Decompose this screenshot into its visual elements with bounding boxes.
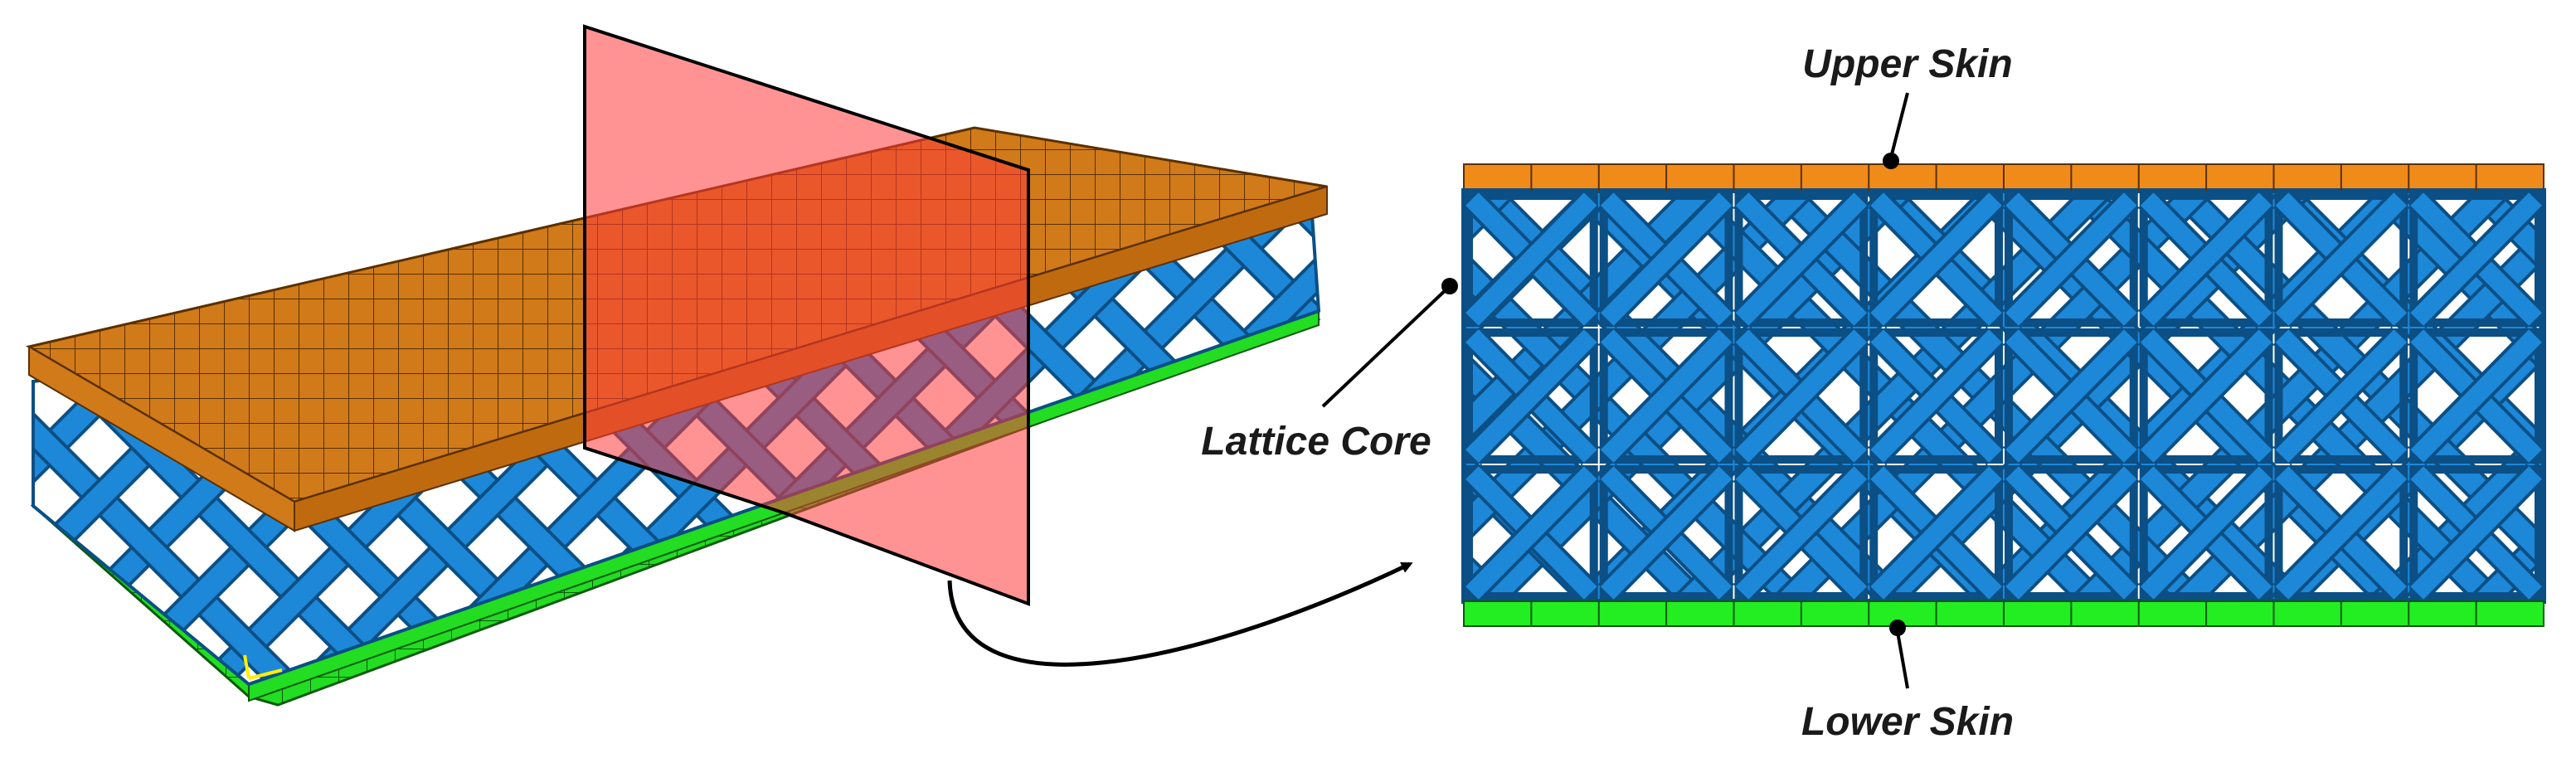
lattice-cell bbox=[2003, 327, 2140, 465]
lattice-core-label: Lattice Core bbox=[1201, 420, 1431, 464]
lattice-cell bbox=[1598, 464, 1735, 602]
lattice-core-section bbox=[1461, 188, 2546, 604]
lattice-cell bbox=[1733, 190, 1869, 328]
lattice-cell bbox=[1463, 464, 1600, 602]
lattice-cell bbox=[2003, 464, 2140, 602]
lattice-cell bbox=[2138, 327, 2275, 465]
lattice-cell bbox=[2272, 464, 2409, 602]
lattice-cell bbox=[1868, 464, 2005, 602]
lattice-cell bbox=[2003, 190, 2140, 328]
lattice-cell bbox=[1598, 327, 1735, 465]
lattice-cell bbox=[2408, 327, 2544, 465]
lower-skin-label: Lower Skin bbox=[1801, 700, 2014, 744]
annotation-upper-skin: Upper Skin bbox=[1802, 42, 2013, 169]
lattice-cell bbox=[1733, 464, 1869, 602]
lattice-cell bbox=[1598, 190, 1735, 328]
lattice-cell bbox=[1868, 190, 2005, 328]
lattice-cell bbox=[2138, 464, 2275, 602]
cutting-plane bbox=[583, 24, 1030, 606]
annotation-lower-skin: Lower Skin bbox=[1801, 620, 2014, 744]
lattice-cell bbox=[2272, 327, 2409, 465]
axis-triad-icon bbox=[243, 654, 283, 680]
lattice-cell bbox=[2138, 190, 2275, 328]
lattice-cell bbox=[2272, 190, 2409, 328]
section-view bbox=[1461, 163, 2546, 627]
lattice-cell bbox=[1463, 190, 1600, 328]
section-arrow bbox=[947, 561, 1413, 667]
lattice-cell bbox=[2408, 190, 2544, 328]
lattice-cell bbox=[1733, 327, 1869, 465]
lattice-cell bbox=[1868, 327, 2005, 465]
lattice-cell bbox=[1463, 327, 1600, 465]
lattice-cell-grid bbox=[1463, 190, 2544, 602]
upper-skin-label: Upper Skin bbox=[1802, 42, 2012, 86]
lattice-cell bbox=[2408, 464, 2544, 602]
annotation-lattice-core: Lattice Core bbox=[1201, 278, 1458, 464]
skin-element-ticks bbox=[1530, 164, 2477, 626]
